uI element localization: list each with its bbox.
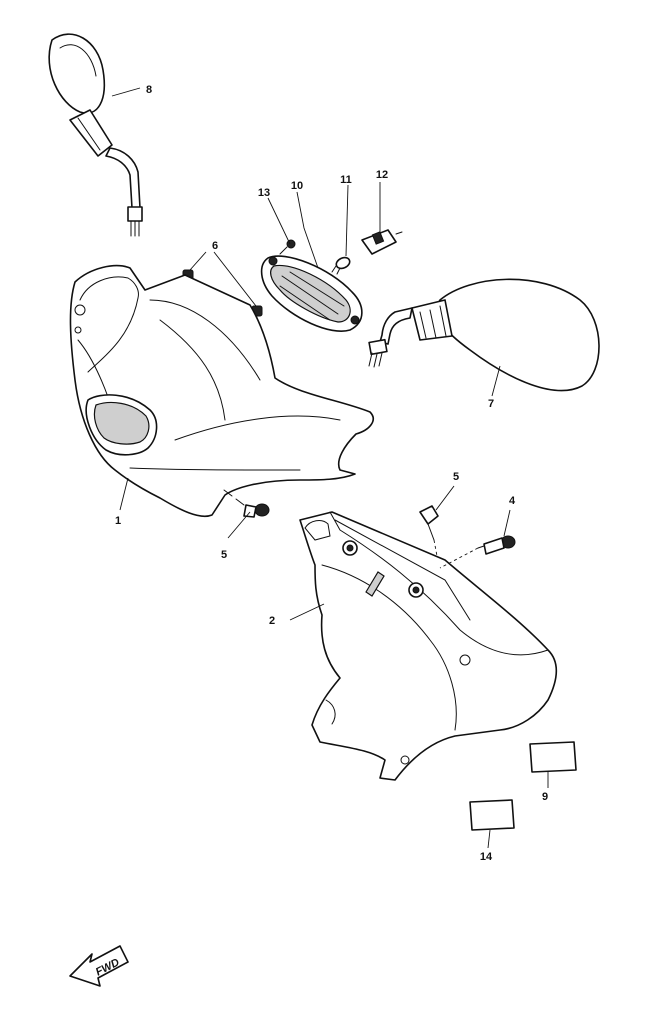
label-14 xyxy=(469,799,515,831)
callout-10: 10 xyxy=(291,180,303,192)
callout-2: 2 xyxy=(269,615,275,627)
callout-13: 13 xyxy=(258,187,270,199)
callout-5-right: 5 xyxy=(453,471,459,483)
label-9 xyxy=(529,741,577,773)
socket xyxy=(361,229,403,255)
callout-8: 8 xyxy=(146,84,152,96)
bulb xyxy=(331,256,351,275)
screw-5-right xyxy=(419,505,439,557)
callout-7: 7 xyxy=(488,398,494,410)
fwd-arrow-icon: FWD xyxy=(69,945,129,987)
bolt-4 xyxy=(439,535,516,569)
screw-5-left xyxy=(223,489,270,518)
front-cover xyxy=(69,264,374,517)
front-light-lens xyxy=(260,255,363,332)
screw-13 xyxy=(279,239,296,255)
callout-11: 11 xyxy=(340,174,352,186)
right-mirror xyxy=(368,278,600,392)
callout-6: 6 xyxy=(212,240,218,252)
callout-12: 12 xyxy=(376,169,388,181)
callout-1: 1 xyxy=(115,515,121,527)
rear-cover xyxy=(299,511,558,781)
callout-4: 4 xyxy=(509,495,516,507)
callout-14: 14 xyxy=(480,851,493,863)
callout-9: 9 xyxy=(542,791,548,803)
left-mirror xyxy=(48,33,143,237)
callout-5-left: 5 xyxy=(221,549,227,561)
